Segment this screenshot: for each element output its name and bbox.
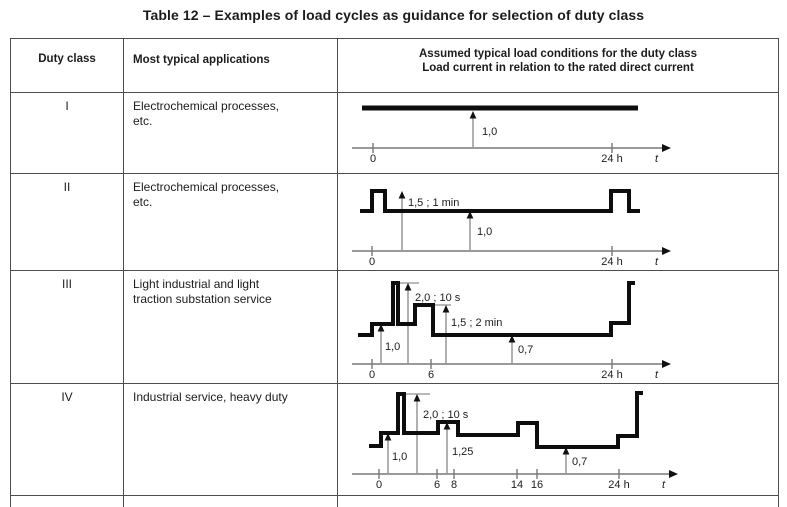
applications-cell: Electrochemical processes, etc. (124, 93, 338, 173)
svg-text:0: 0 (369, 256, 375, 268)
svg-text:0: 0 (376, 479, 382, 491)
col-header-duty-class: Duty class (11, 39, 124, 92)
svg-text:1,5 ; 1 min: 1,5 ; 1 min (408, 197, 459, 209)
svg-text:6: 6 (428, 369, 434, 381)
table-row-duty-class-3: III Light industrial and light traction … (11, 271, 778, 384)
load-conditions-cell: 0 6 24 h t 1,0 2,0 ; 10 s 1,5 ; 2 min 0,7 (338, 271, 778, 383)
svg-text:1,25: 1,25 (452, 446, 473, 458)
load-cycle-diagram-class-1: 0 24 h t 1,0 (352, 105, 671, 165)
svg-text:2,0 ; 10 s: 2,0 ; 10 s (415, 292, 461, 304)
duty-class-cell-empty (11, 496, 124, 507)
table-header-row: Duty class Most typical applications Ass… (11, 39, 778, 93)
duty-class-cell: III (11, 271, 124, 383)
svg-text:t: t (655, 153, 659, 165)
svg-text:1,0: 1,0 (477, 226, 492, 238)
svg-text:14: 14 (511, 479, 523, 491)
table-row-duty-class-2: II Electrochemical processes, etc. 0 24 h… (11, 174, 778, 271)
applications-cell-empty (124, 496, 338, 507)
table-row-duty-class-1: I Electrochemical processes, etc. 0 24 h t… (11, 93, 778, 174)
svg-text:1,0: 1,0 (482, 126, 497, 138)
svg-text:0: 0 (369, 369, 375, 381)
svg-text:t: t (655, 369, 659, 381)
duty-class-cell: I (11, 93, 124, 173)
applications-cell: Electrochemical processes, etc. (124, 174, 338, 270)
col-header-load-conditions: Assumed typical load conditions for the … (338, 39, 778, 92)
duty-class-cell: II (11, 174, 124, 270)
svg-text:0,7: 0,7 (572, 456, 587, 468)
duty-class-cell: IV (11, 384, 124, 495)
applications-cell: Industrial service, heavy duty (124, 384, 338, 495)
svg-text:1,5 ; 2 min: 1,5 ; 2 min (451, 317, 502, 329)
load-conditions-cell: 0 24 h t 1,5 ; 1 min 1,0 (338, 174, 778, 270)
svg-text:24 h: 24 h (608, 479, 629, 491)
duty-class-table: Duty class Most typical applications Ass… (10, 38, 779, 507)
table-title: Table 12 – Examples of load cycles as gu… (142, 7, 645, 23)
col-header-load-conditions-line2: Load current in relation to the rated di… (422, 61, 694, 74)
svg-text:0,7: 0,7 (518, 344, 533, 356)
svg-text:0: 0 (370, 153, 376, 165)
load-conditions-cell-empty (338, 496, 778, 507)
svg-text:24 h: 24 h (601, 369, 622, 381)
load-cycle-diagram-class-3: 0 6 24 h t 1,0 2,0 ; 10 s 1,5 ; 2 min 0,7 (352, 281, 671, 381)
svg-text:6: 6 (434, 479, 440, 491)
svg-text:1,0: 1,0 (385, 341, 400, 353)
applications-cell: Light industrial and light traction subs… (124, 271, 338, 383)
col-header-load-conditions-line1: Assumed typical load conditions for the … (419, 48, 697, 60)
svg-text:t: t (662, 479, 666, 491)
col-header-applications: Most typical applications (124, 39, 338, 92)
svg-text:t: t (655, 256, 659, 268)
svg-text:1,0: 1,0 (392, 451, 407, 463)
svg-text:2,0 ; 10 s: 2,0 ; 10 s (423, 409, 469, 421)
load-cycle-diagram-class-2: 0 24 h t 1,5 ; 1 min 1,0 (352, 189, 671, 268)
table-row-partial (11, 496, 778, 507)
svg-text:24 h: 24 h (601, 153, 622, 165)
svg-text:24 h: 24 h (601, 256, 622, 268)
svg-text:8: 8 (451, 479, 457, 491)
svg-text:16: 16 (531, 479, 543, 491)
load-conditions-cell: 0 24 h t 1,0 (338, 93, 778, 173)
